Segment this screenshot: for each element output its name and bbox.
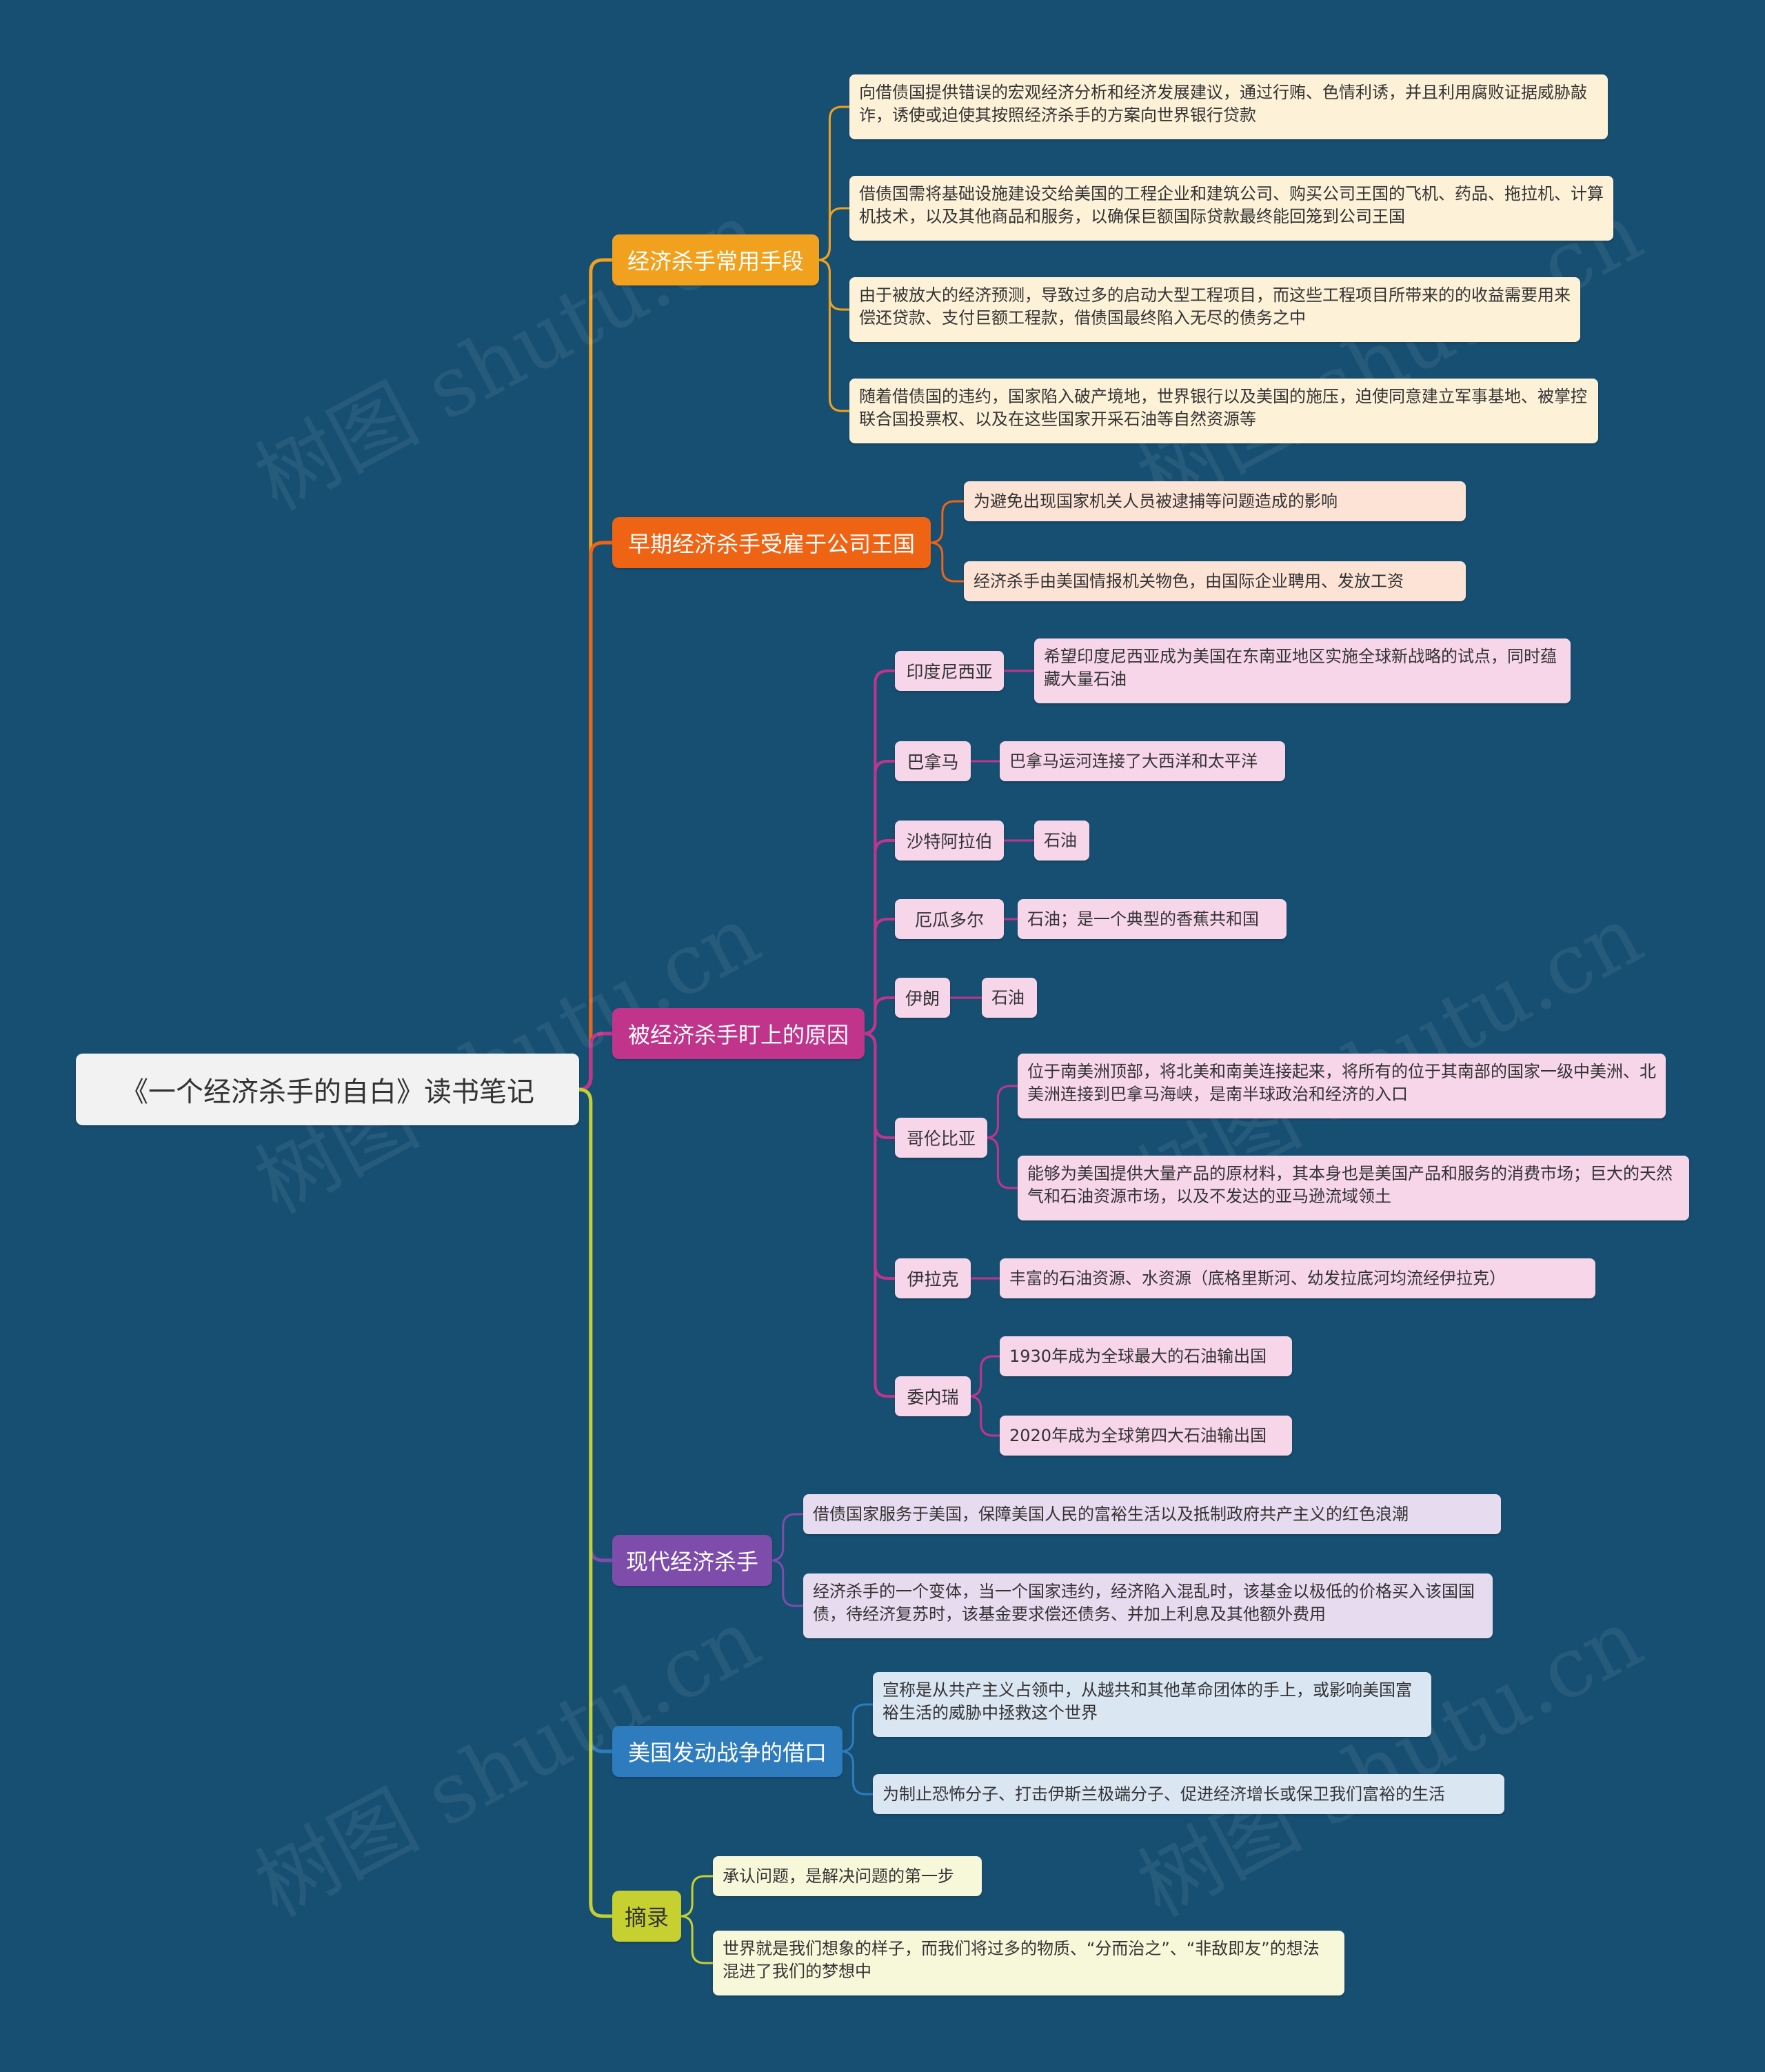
note-leaf[interactable]: 为制止恐怖分子、打击伊斯兰极端分子、促进经济增长或保卫我们富裕的生活 xyxy=(873,1774,1504,1814)
branch-4[interactable]: 现代经济杀手 xyxy=(612,1535,772,1586)
country-node[interactable]: 沙特阿拉伯 xyxy=(895,821,1004,861)
reason-leaf[interactable]: 石油 xyxy=(982,978,1037,1018)
connector-line xyxy=(578,1087,612,1753)
connector-line xyxy=(680,1875,713,1918)
note-leaf[interactable]: 经济杀手的一个变体，当一个国家违约，经济陷入混乱时，该基金以极低的价格买入该国国… xyxy=(803,1573,1493,1638)
note-leaf[interactable]: 借债国家服务于美国，保障美国人民的富裕生活以及抵制政府共产主义的红色浪潮 xyxy=(803,1494,1501,1534)
branch-1[interactable]: 经济杀手常用手段 xyxy=(612,234,819,285)
country-node[interactable]: 伊朗 xyxy=(895,978,950,1018)
connector-line xyxy=(578,1032,612,1092)
note-leaf[interactable]: 随着借债国的违约，国家陷入破产境地，世界银行以及美国的施压，迫使同意建立军事基地… xyxy=(849,379,1598,443)
connector-line xyxy=(863,1032,895,1139)
connector-line xyxy=(863,918,895,1035)
branch-5[interactable]: 美国发动战争的借口 xyxy=(612,1726,843,1777)
connector-line xyxy=(863,1032,895,1280)
connector-line xyxy=(985,1085,1018,1139)
root-topic[interactable]: 《一个经济杀手的自白》读书笔记 xyxy=(76,1054,579,1125)
country-node[interactable]: 印度尼西亚 xyxy=(895,651,1004,691)
reason-leaf[interactable]: 石油；是一个典型的香蕉共和国 xyxy=(1018,899,1287,939)
connector-line xyxy=(840,1750,873,1796)
country-node[interactable]: 巴拿马 xyxy=(895,741,971,781)
note-leaf[interactable]: 向借债国提供错误的宏观经济分析和经济发展建议，通过行贿、色情利诱，并且利用腐败证… xyxy=(849,74,1608,139)
reason-leaf[interactable]: 巴拿马运河连接了大西洋和太平洋 xyxy=(1000,741,1285,781)
reason-leaf[interactable]: 2020年成为全球第四大石油输出国 xyxy=(1000,1416,1292,1456)
branch-2[interactable]: 早期经济杀手受雇于公司王国 xyxy=(612,517,931,568)
connector-line xyxy=(968,1355,1000,1398)
note-leaf[interactable]: 由于被放大的经济预测，导致过多的启动大型工程项目，而这些工程项目所带来的的收益需… xyxy=(849,277,1580,342)
note-leaf[interactable]: 借债国需将基础设施建设交给美国的工程企业和建筑公司、购买公司王国的飞机、药品、拖… xyxy=(849,176,1613,241)
connector-line xyxy=(985,1136,1018,1189)
connector-line xyxy=(863,839,895,1035)
connector-line xyxy=(929,541,964,583)
note-leaf[interactable]: 为避免出现国家机关人员被逮捕等问题造成的影响 xyxy=(964,481,1466,521)
connector-line xyxy=(863,760,895,1035)
connector-line xyxy=(770,1559,803,1607)
note-leaf[interactable]: 承认问题，是解决问题的第一步 xyxy=(713,1856,982,1896)
connector-line xyxy=(817,259,849,412)
reason-leaf[interactable]: 丰富的石油资源、水资源（底格里斯河、幼发拉底河均流经伊拉克） xyxy=(1000,1258,1595,1298)
connector-line xyxy=(817,105,849,261)
country-node[interactable]: 委内瑞 xyxy=(895,1376,971,1416)
country-node[interactable]: 哥伦比亚 xyxy=(895,1118,987,1158)
connector-line xyxy=(863,670,895,1035)
reason-leaf[interactable]: 位于南美洲顶部，将北美和南美连接起来，将所有的位于其南部的国家一级中美洲、北美洲… xyxy=(1018,1054,1666,1118)
connector-line xyxy=(770,1513,803,1562)
note-leaf[interactable]: 世界就是我们想象的样子，而我们将过多的物质、“分而治之”、“非敌即友”的想法混进… xyxy=(713,1931,1344,1995)
country-node[interactable]: 厄瓜多尔 xyxy=(895,899,1004,939)
reason-leaf[interactable]: 1930年成为全球最大的石油输出国 xyxy=(1000,1336,1292,1376)
connector-line xyxy=(968,1395,1000,1437)
connector-line xyxy=(929,500,964,544)
reason-leaf[interactable]: 能够为美国提供大量产品的原材料，其本身也是美国产品和服务的消费市场；巨大的天然气… xyxy=(1018,1156,1689,1220)
connector-line xyxy=(578,1087,612,1918)
connector-line xyxy=(578,541,612,1092)
branch-6[interactable]: 摘录 xyxy=(612,1891,681,1942)
note-leaf[interactable]: 经济杀手由美国情报机关物色，由国际企业聘用、发放工资 xyxy=(964,561,1466,601)
reason-leaf[interactable]: 石油 xyxy=(1034,821,1089,861)
connector-line xyxy=(817,259,849,311)
connector-line xyxy=(680,1915,713,1964)
connector-line xyxy=(840,1703,873,1753)
branch-3[interactable]: 被经济杀手盯上的原因 xyxy=(612,1008,865,1059)
connector-line xyxy=(863,996,895,1035)
connector-line xyxy=(578,1087,612,1562)
reason-leaf[interactable]: 希望印度尼西亚成为美国在东南亚地区实施全球新战略的试点，同时蕴藏大量石油 xyxy=(1034,638,1571,703)
connector-line xyxy=(578,258,612,1092)
note-leaf[interactable]: 宣称是从共产主义占领中，从越共和其他革命团体的手上，或影响美国富裕生活的威胁中拯… xyxy=(873,1672,1431,1737)
connector-line xyxy=(817,207,849,261)
connector-line xyxy=(863,1032,895,1398)
country-node[interactable]: 伊拉克 xyxy=(895,1258,971,1298)
